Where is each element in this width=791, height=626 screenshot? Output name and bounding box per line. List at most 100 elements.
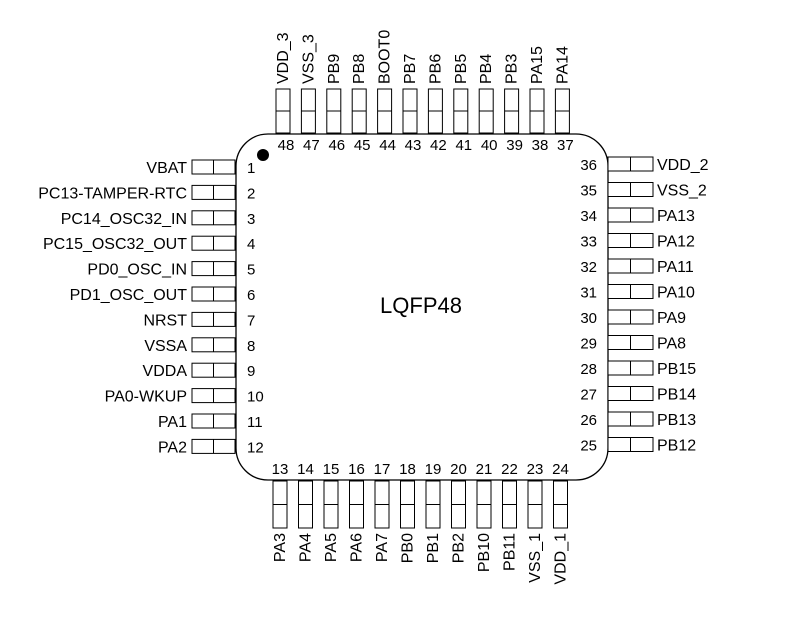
pin-35-number: 35 bbox=[580, 183, 597, 200]
pin-16-number: 16 bbox=[348, 461, 365, 478]
pin-20-number: 20 bbox=[450, 461, 467, 478]
pin-41-label: PB5 bbox=[453, 54, 470, 84]
pin-39-number: 39 bbox=[506, 137, 523, 154]
pin-47-label: VSS_3 bbox=[300, 34, 317, 84]
pin-44-number: 44 bbox=[379, 137, 396, 154]
pin-25-number: 25 bbox=[580, 438, 597, 455]
pin-25-label: PB12 bbox=[657, 438, 696, 455]
pin-37-number: 37 bbox=[557, 137, 574, 154]
pin-43-number: 43 bbox=[405, 137, 422, 154]
pin-1-number: 1 bbox=[247, 160, 255, 177]
pin-10-number: 10 bbox=[247, 389, 264, 406]
pin-22-number: 22 bbox=[501, 461, 518, 478]
pin-23-label: VSS_1 bbox=[527, 533, 544, 583]
pin-21-number: 21 bbox=[476, 461, 493, 478]
pin-7-label: NRST bbox=[143, 312, 187, 329]
pin-9-label: VDDA bbox=[143, 363, 188, 380]
pin-29-label: PA8 bbox=[657, 336, 686, 353]
pin-23-number: 23 bbox=[527, 461, 544, 478]
pin-11-number: 11 bbox=[247, 414, 263, 431]
pin-6-label: PD1_OSC_OUT bbox=[70, 287, 188, 304]
pin-31-label: PA10 bbox=[657, 285, 695, 302]
pin-9-number: 9 bbox=[247, 363, 255, 380]
pin-42-number: 42 bbox=[430, 137, 447, 154]
pin-34-number: 34 bbox=[580, 208, 597, 225]
pin-17-number: 17 bbox=[374, 461, 391, 478]
pin-18-number: 18 bbox=[399, 461, 416, 478]
pin-33-label: PA12 bbox=[657, 234, 695, 251]
pin-22-label: PB11 bbox=[502, 533, 519, 571]
pin-45-number: 45 bbox=[354, 137, 371, 154]
pin-13-number: 13 bbox=[272, 461, 289, 478]
pin-39-label: PB3 bbox=[504, 54, 521, 84]
pin-3-label: PC14_OSC32_IN bbox=[61, 211, 187, 228]
pin-44-label: BOOT0 bbox=[377, 30, 394, 84]
pin-16-label: PA6 bbox=[349, 533, 366, 562]
pin-15-label: PA5 bbox=[323, 533, 340, 562]
pin-38-label: PA15 bbox=[529, 46, 546, 84]
pin-48-number: 48 bbox=[278, 137, 295, 154]
pin-46-label: PB9 bbox=[326, 54, 343, 84]
pin-31-number: 31 bbox=[580, 285, 597, 302]
pin-7-number: 7 bbox=[247, 312, 255, 329]
pin-15-number: 15 bbox=[323, 461, 340, 478]
pin-2-label: PC13-TAMPER-RTC bbox=[38, 185, 187, 202]
pin-2-number: 2 bbox=[247, 185, 255, 202]
pin-30-number: 30 bbox=[580, 310, 597, 327]
package-title: LQFP48 bbox=[380, 293, 462, 318]
pin-11-label: PA1 bbox=[158, 414, 187, 431]
pin-40-label: PB4 bbox=[478, 54, 495, 84]
pin-28-number: 28 bbox=[580, 361, 597, 378]
pin-12-number: 12 bbox=[247, 439, 264, 456]
pin-45-label: PB8 bbox=[351, 54, 368, 84]
pin-33-number: 33 bbox=[580, 234, 597, 251]
pin-37-label: PA14 bbox=[554, 46, 571, 84]
pin-4-label: PC15_OSC32_OUT bbox=[43, 236, 187, 253]
pin-17-label: PA7 bbox=[374, 533, 391, 562]
pin-41-number: 41 bbox=[455, 137, 472, 154]
pin-18-label: PB0 bbox=[400, 533, 417, 563]
package-body bbox=[235, 133, 609, 481]
pin-10-label: PA0-WKUP bbox=[105, 389, 187, 406]
pin-27-number: 27 bbox=[580, 387, 597, 404]
pin-35-label: VSS_2 bbox=[657, 183, 707, 200]
pin-47-number: 47 bbox=[303, 137, 320, 154]
pin-42-label: PB6 bbox=[427, 54, 444, 84]
pin-46-number: 46 bbox=[328, 137, 345, 154]
pin-32-label: PA11 bbox=[657, 259, 694, 276]
pin-27-label: PB14 bbox=[657, 387, 696, 404]
pin-5-number: 5 bbox=[247, 262, 255, 279]
pin-14-label: PA4 bbox=[298, 533, 315, 562]
pin-43-label: PB7 bbox=[402, 54, 419, 84]
pin-6-number: 6 bbox=[247, 287, 255, 304]
pin-40-number: 40 bbox=[481, 137, 498, 154]
pin-21-label: PB10 bbox=[476, 533, 493, 572]
pin-48-label: VDD_3 bbox=[275, 32, 292, 84]
pin1-indicator-dot bbox=[257, 149, 269, 161]
pin-19-label: PB1 bbox=[425, 533, 442, 563]
pin-29-number: 29 bbox=[580, 336, 597, 353]
pin-38-number: 38 bbox=[532, 137, 549, 154]
pin-36-label: VDD_2 bbox=[657, 157, 709, 174]
pin-5-label: PD0_OSC_IN bbox=[87, 262, 187, 279]
pin-24-label: VDD_1 bbox=[553, 533, 570, 585]
pin-19-number: 19 bbox=[425, 461, 442, 478]
pin-13-label: PA3 bbox=[272, 533, 289, 562]
pin-4-number: 4 bbox=[247, 236, 255, 253]
pin-24-number: 24 bbox=[552, 461, 569, 478]
pin-36-number: 36 bbox=[580, 157, 597, 174]
pin-28-label: PB15 bbox=[657, 361, 696, 378]
pin-1-label: VBAT bbox=[146, 160, 187, 177]
pin-3-number: 3 bbox=[247, 211, 255, 228]
pin-8-label: VSSA bbox=[144, 338, 187, 355]
pin-34-label: PA13 bbox=[657, 208, 695, 225]
pin-32-number: 32 bbox=[580, 259, 597, 276]
pin-12-label: PA2 bbox=[158, 439, 187, 456]
pin-26-label: PB13 bbox=[657, 412, 696, 429]
pin-8-number: 8 bbox=[247, 338, 255, 355]
pin-20-label: PB2 bbox=[451, 533, 468, 563]
pin-26-number: 26 bbox=[580, 412, 597, 429]
pin-30-label: PA9 bbox=[657, 310, 686, 327]
